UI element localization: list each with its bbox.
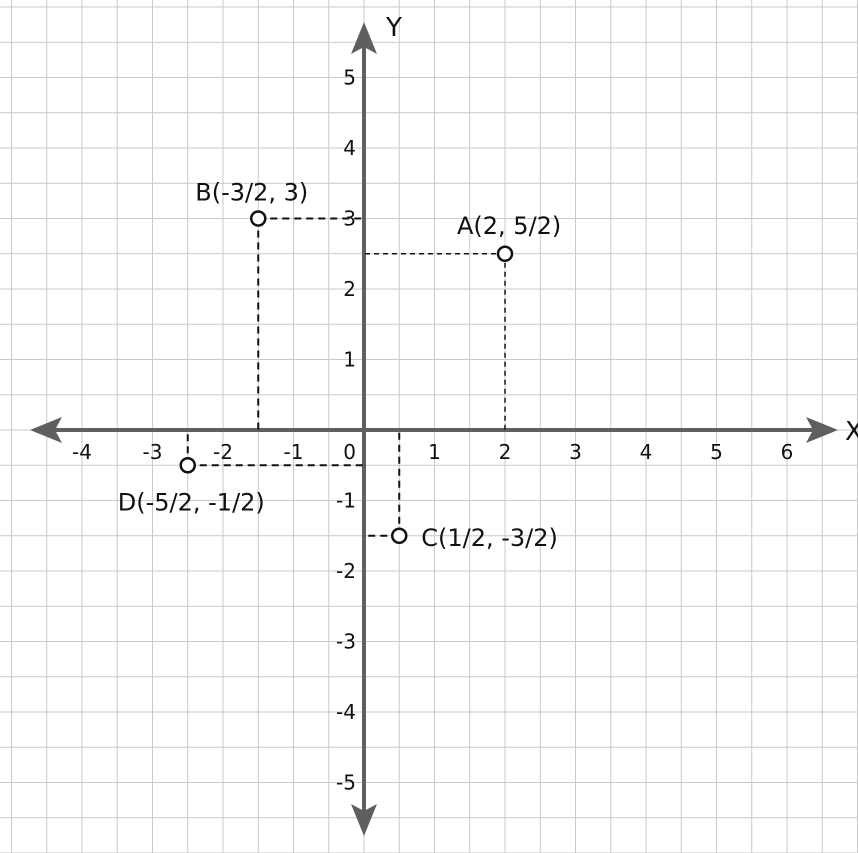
x-axis-arrow-left <box>30 417 62 443</box>
y-tick-label: 3 <box>343 207 356 231</box>
x-tick-label: 4 <box>640 440 653 464</box>
x-tick-label: 2 <box>499 440 512 464</box>
point-c <box>391 527 408 544</box>
points: A(2, 5/2) B(-3/2, 3) C(1/2, -3/2) D(-5/2, -… <box>118 179 562 552</box>
x-tick-label: 1 <box>428 440 441 464</box>
x-tick-label: -1 <box>284 440 304 464</box>
x-axis-arrow-right <box>806 417 838 443</box>
x-tick-label: 5 <box>710 440 723 464</box>
y-tick-label: -2 <box>336 559 356 583</box>
point-d <box>179 457 196 474</box>
y-axis-arrow-down <box>351 804 377 836</box>
point-d-label: D(-5/2, -1/2) <box>118 488 265 516</box>
origin-label: 0 <box>343 440 356 464</box>
y-tick-label: 1 <box>343 348 356 372</box>
x-tick-label: -3 <box>143 440 163 464</box>
point-b <box>250 210 267 227</box>
x-axis-label: X <box>845 417 858 447</box>
point-c-label: C(1/2, -3/2) <box>421 524 558 552</box>
point-a <box>496 245 514 262</box>
axes <box>30 22 838 836</box>
y-axis-arrow-up <box>351 22 377 54</box>
y-axis-label: Y <box>385 13 402 43</box>
tick-labels: -4 -3 -2 -1 1 2 3 4 5 6 5 4 3 2 1 -1 -2 -3 -4 -5 0 <box>72 66 793 795</box>
y-tick-label: 4 <box>343 136 356 160</box>
y-tick-label: -4 <box>336 700 356 724</box>
point-b-label: B(-3/2, 3) <box>195 179 308 207</box>
x-tick-label: -2 <box>213 440 233 464</box>
x-tick-label: 6 <box>781 440 794 464</box>
y-tick-label: -5 <box>336 771 356 795</box>
x-tick-label: 3 <box>569 440 582 464</box>
x-tick-label: -4 <box>72 440 92 464</box>
y-tick-label: -1 <box>336 489 356 513</box>
y-tick-label: -3 <box>336 630 356 654</box>
y-tick-label: 2 <box>343 277 356 301</box>
point-a-label: A(2, 5/2) <box>457 212 561 240</box>
y-tick-label: 5 <box>343 66 356 90</box>
